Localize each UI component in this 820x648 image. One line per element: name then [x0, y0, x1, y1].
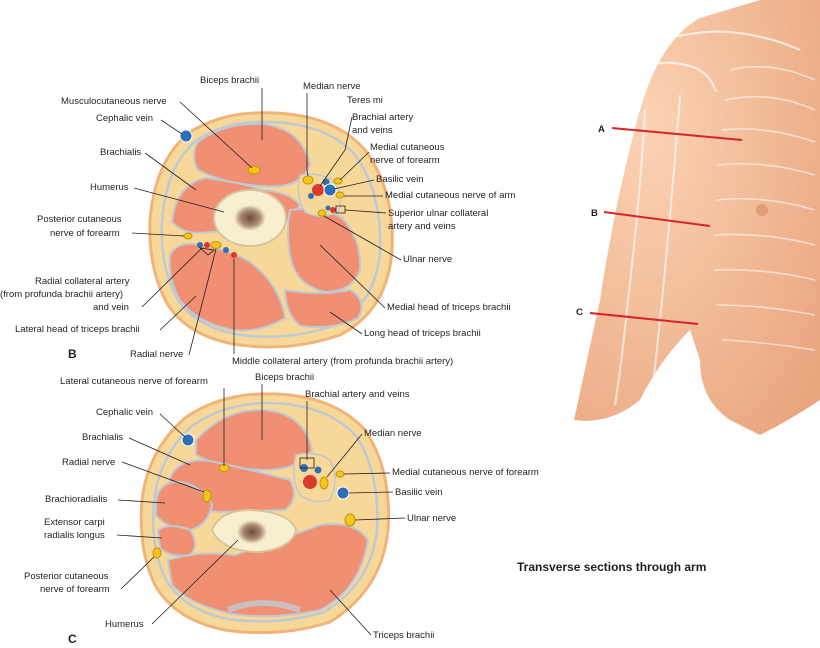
- triceps-c: [166, 523, 370, 618]
- long-head-b: [283, 288, 363, 328]
- middle-collateral-b: [231, 252, 237, 258]
- b-biceps-label: Biceps brachii: [200, 75, 259, 86]
- b-teres-label: Teres mi: [347, 95, 383, 106]
- b-posterior-cut-label-2: nerve of forearm: [50, 228, 120, 239]
- c-brachialis-label: Brachialis: [82, 432, 123, 443]
- b-lateral-head-label: Lateral head of triceps brachii: [15, 324, 140, 335]
- c-posterior-cut-label-1: Posterior cutaneous: [24, 571, 109, 582]
- median-nerve-b: [302, 175, 314, 185]
- section-c-letter: C: [68, 632, 77, 643]
- level-b-line: [603, 211, 711, 227]
- b-superior-ulnar-label-1: Superior ulnar collateral: [388, 208, 488, 219]
- b-humerus-label: Humerus: [90, 182, 129, 193]
- section-c-labels: Lateral cutaneous nerve of forearm Bicep…: [24, 372, 539, 646]
- c-brachioradialis-label: Brachioradialis: [45, 494, 108, 505]
- level-b-label: B: [591, 208, 598, 219]
- c-basilic-label: Basilic vein: [395, 487, 443, 498]
- b-radial-collateral-label-3: and vein: [93, 302, 129, 313]
- c-biceps-label: Biceps brachii: [255, 372, 314, 383]
- b-superior-ulnar-label-2: artery and veins: [388, 221, 456, 232]
- posterior-cut-b: [183, 232, 193, 240]
- level-c-line: [589, 312, 699, 325]
- b-brachial-label-1: Brachial artery: [352, 112, 413, 123]
- c-cephalic-label: Cephalic vein: [96, 407, 153, 418]
- b-middle-collateral-label: Middle collateral artery (from profunda …: [232, 356, 453, 367]
- figure-caption: Transverse sections through arm: [517, 560, 706, 574]
- section-c-diagram: [139, 392, 390, 635]
- level-a-line: [611, 127, 743, 141]
- basilic-vein-b: [323, 183, 337, 197]
- radial-nerve-c: [202, 489, 212, 503]
- b-radial-collateral-label-1: Radial collateral artery: [35, 276, 130, 287]
- posterior-cut-c: [152, 547, 162, 559]
- brachial-artery-b: [312, 184, 324, 196]
- c-brachial-label: Brachial artery and veins: [305, 389, 410, 400]
- medial-cut-arm-b: [335, 191, 345, 199]
- c-triceps-label: Triceps brachii: [373, 630, 434, 641]
- b-medial-cut-forearm-label-1: Medial cutaneous: [370, 142, 445, 153]
- c-ecrl-label-1: Extensor carpi: [44, 517, 105, 528]
- medial-head-b: [287, 207, 362, 294]
- b-cephalic-label: Cephalic vein: [96, 113, 153, 124]
- arm-illustration: A B C: [574, 0, 820, 435]
- radial-nerve-b: [210, 241, 222, 249]
- b-musculocutaneous-label: Musculocutaneous nerve: [61, 96, 167, 107]
- b-brachialis-label: Brachialis: [100, 147, 141, 158]
- c-median-label: Median nerve: [364, 428, 422, 439]
- section-b-labels: Biceps brachii Median nerve Teres mi Mus…: [0, 75, 516, 367]
- b-basilic-label: Basilic vein: [376, 174, 424, 185]
- c-humerus-label: Humerus: [105, 619, 144, 630]
- b-radial-nerve-label: Radial nerve: [130, 349, 183, 360]
- level-c-label: C: [576, 307, 583, 318]
- c-posterior-cut-label-2: nerve of forearm: [40, 584, 110, 595]
- basilic-vein-c: [336, 486, 350, 500]
- medial-cut-forearm-c: [335, 470, 345, 478]
- b-medial-head-label: Medial head of triceps brachii: [387, 302, 511, 313]
- ulnar-nerve-b: [317, 209, 327, 217]
- c-ulnar-label: Ulnar nerve: [407, 513, 456, 524]
- b-median-label: Median nerve: [303, 81, 361, 92]
- ecrl-c: [156, 525, 196, 557]
- b-medial-cut-arm-label: Medial cutaneous nerve of arm: [385, 190, 516, 201]
- level-a-label: A: [598, 124, 605, 135]
- musculocutaneous-nerve-b: [247, 165, 261, 175]
- c-ecrl-label-2: radialis longus: [44, 530, 105, 541]
- c-lateral-cut-label: Lateral cutaneous nerve of forearm: [60, 376, 208, 387]
- biceps-b: [193, 122, 312, 188]
- brachial-artery-c: [303, 475, 317, 489]
- b-radial-collateral-label-2: (from profunda brachii artery): [0, 289, 123, 300]
- ulnar-nerve-c: [344, 513, 356, 527]
- section-b-letter: B: [68, 347, 77, 361]
- b-long-head-label: Long head of triceps brachii: [364, 328, 481, 339]
- cephalic-vein-b: [179, 129, 193, 143]
- b-medial-cut-forearm-label-2: nerve of forearm: [370, 155, 440, 166]
- c-medial-cut-forearm-label: Medial cutaneous nerve of forearm: [392, 467, 539, 478]
- b-ulnar-label: Ulnar nerve: [403, 254, 452, 265]
- median-nerve-c: [319, 476, 329, 490]
- b-brachial-label-2: and veins: [352, 125, 393, 136]
- c-radial-nerve-label: Radial nerve: [62, 457, 115, 468]
- section-b-diagram: [148, 111, 394, 349]
- b-posterior-cut-label-1: Posterior cutaneous: [37, 214, 122, 225]
- superior-ulnar-box-b: [335, 205, 346, 214]
